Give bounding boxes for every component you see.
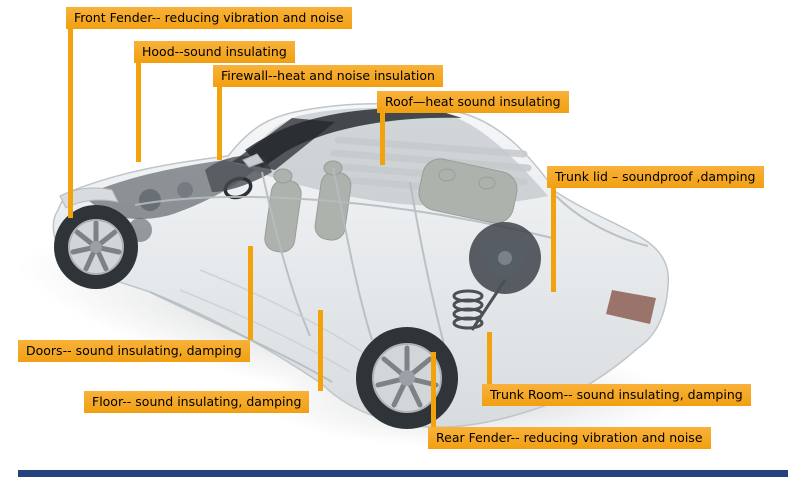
label-floor: Floor-- sound insulating, damping (84, 391, 310, 413)
label-hood: Hood--sound insulating (134, 41, 295, 63)
connector-trunk-room (487, 332, 492, 384)
rear-suspension (452, 222, 541, 331)
label-trunk-room: Trunk Room-- sound insulating, damping (482, 384, 751, 406)
connector-trunk-lid (551, 187, 556, 292)
connector-roof (380, 112, 385, 165)
label-doors: Doors-- sound insulating, damping (18, 340, 250, 362)
footer-bar (18, 470, 788, 477)
connector-front-fender (68, 28, 73, 218)
connector-firewall (217, 86, 222, 160)
connector-doors (248, 246, 253, 340)
label-firewall: Firewall--heat and noise insulation (213, 65, 443, 87)
label-rear-fender: Rear Fender-- reducing vibration and noi… (428, 427, 711, 449)
seats (264, 158, 518, 253)
rear-wheel (356, 327, 458, 429)
label-trunk-lid: Trunk lid – soundproof ,damping (547, 166, 764, 188)
tail-light (606, 290, 656, 324)
connector-floor (318, 310, 323, 391)
front-wheel (54, 205, 138, 289)
label-roof: Roof—heat sound insulating (377, 91, 569, 113)
connector-rear-fender (431, 352, 436, 427)
side-mirror (242, 153, 264, 168)
headlight (59, 187, 119, 209)
engine-bay (84, 160, 255, 220)
label-front-fender: Front Fender-- reducing vibration and no… (66, 7, 352, 29)
connector-hood (136, 62, 141, 162)
